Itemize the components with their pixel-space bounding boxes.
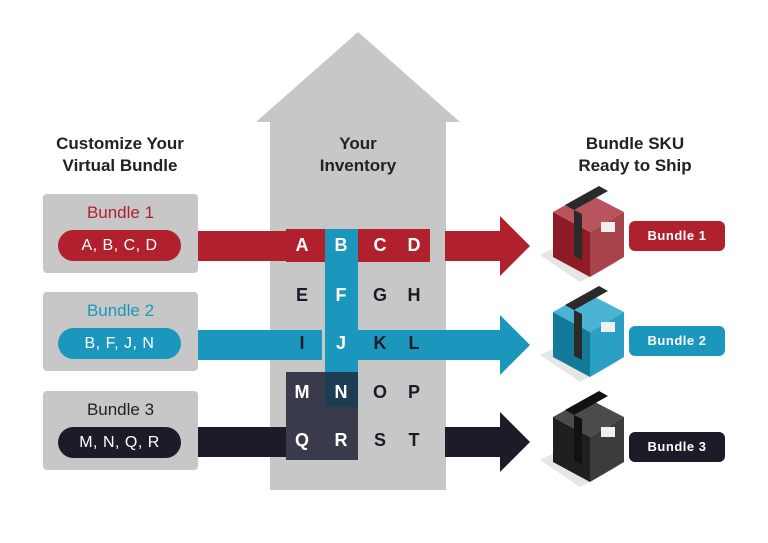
inventory-cell-b: B: [334, 235, 348, 255]
customize-title-line2: Virtual Bundle: [62, 156, 178, 175]
bundle-2-arrow-left: [198, 330, 322, 360]
inventory-cell-k: K: [373, 333, 387, 353]
bundle-card-1: Bundle 1 A, B, C, D: [43, 194, 198, 273]
bundle-card-3: Bundle 3 M, N, Q, R: [43, 391, 198, 470]
inventory-cell-i: I: [299, 333, 305, 353]
box-3-icon: [540, 391, 624, 487]
bundle-name: Bundle 3: [86, 400, 155, 419]
inventory-title-line2: Inventory: [319, 156, 397, 175]
bundle-name: Bundle 2: [86, 301, 155, 320]
bundle-2-arrow-right: [356, 315, 530, 375]
inventory-cell-e: E: [295, 285, 308, 305]
inventory-cell-r: R: [334, 430, 348, 450]
bundle-2-3-overlap-n: [325, 372, 358, 407]
customize-title: Customize Your Virtual Bundle: [40, 133, 200, 177]
inventory-title: Your Inventory: [298, 133, 418, 177]
inventory-cell-p: P: [407, 382, 420, 402]
inventory-cell-j: J: [335, 333, 346, 353]
bundle-items-pill: A, B, C, D: [58, 230, 181, 261]
sku-label-1: Bundle 1: [629, 221, 725, 251]
inventory-title-line1: Your: [339, 134, 377, 153]
bundle-name: Bundle 1: [86, 203, 155, 222]
inventory-cell-g: G: [372, 285, 387, 305]
sku-label-2: Bundle 2: [629, 326, 725, 356]
box-2-icon: [540, 286, 624, 382]
inventory-cell-q: Q: [294, 430, 309, 450]
inventory-cell-d: D: [407, 235, 421, 255]
inventory-cell-a: A: [295, 235, 309, 255]
customize-title-line1: Customize Your: [56, 134, 184, 153]
inventory-cell-h: H: [407, 285, 421, 305]
bundle-items-pill: M, N, Q, R: [58, 427, 181, 458]
bundle-3-arrow-left: [198, 427, 288, 457]
sku-title: Bundle SKU Ready to Ship: [560, 133, 710, 177]
inventory-cell-o: O: [372, 382, 387, 402]
inventory-cell-l: L: [408, 333, 420, 353]
bundle-3-arrow-right: [445, 412, 530, 472]
bundle-1-2-overlap-b: [325, 229, 358, 262]
bundle-1-arrow-left: [198, 231, 288, 261]
sku-label-3: Bundle 3: [629, 432, 725, 462]
inventory-cell-t: T: [408, 430, 420, 450]
inventory-cell-n: N: [334, 382, 348, 402]
bundle-card-2: Bundle 2 B, F, J, N: [43, 292, 198, 371]
inventory-cell-m: M: [294, 382, 310, 402]
bundle-items-pill: B, F, J, N: [58, 328, 181, 359]
box-1-icon: [540, 186, 624, 282]
sku-title-line1: Bundle SKU: [585, 134, 685, 153]
inventory-cell-f: F: [335, 285, 347, 305]
inventory-cell-c: C: [373, 235, 387, 255]
sku-title-line2: Ready to Ship: [578, 156, 692, 175]
bundle-1-arrow-right: [445, 216, 530, 276]
inventory-cell-s: S: [373, 430, 386, 450]
